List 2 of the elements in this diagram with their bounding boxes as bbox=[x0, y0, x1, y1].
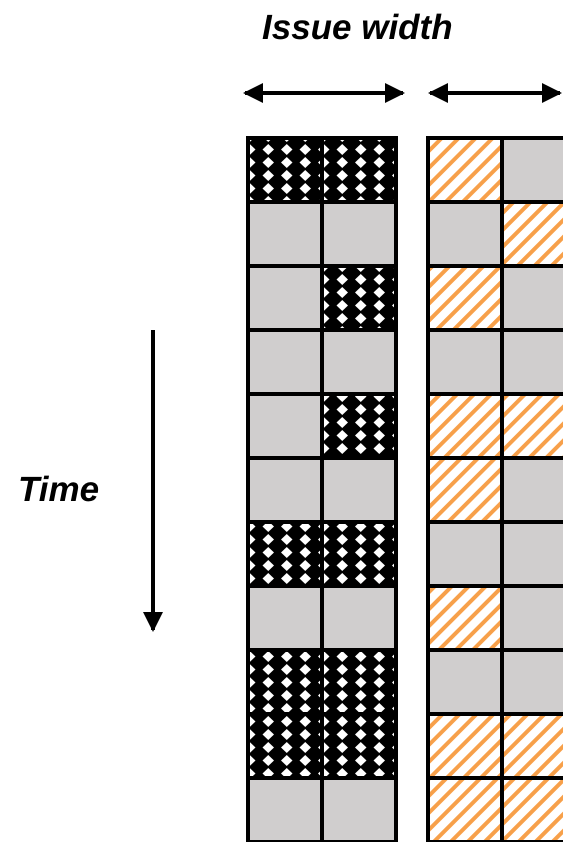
axis-title: Issue width bbox=[262, 8, 453, 48]
axis-title: Time bbox=[18, 470, 100, 510]
